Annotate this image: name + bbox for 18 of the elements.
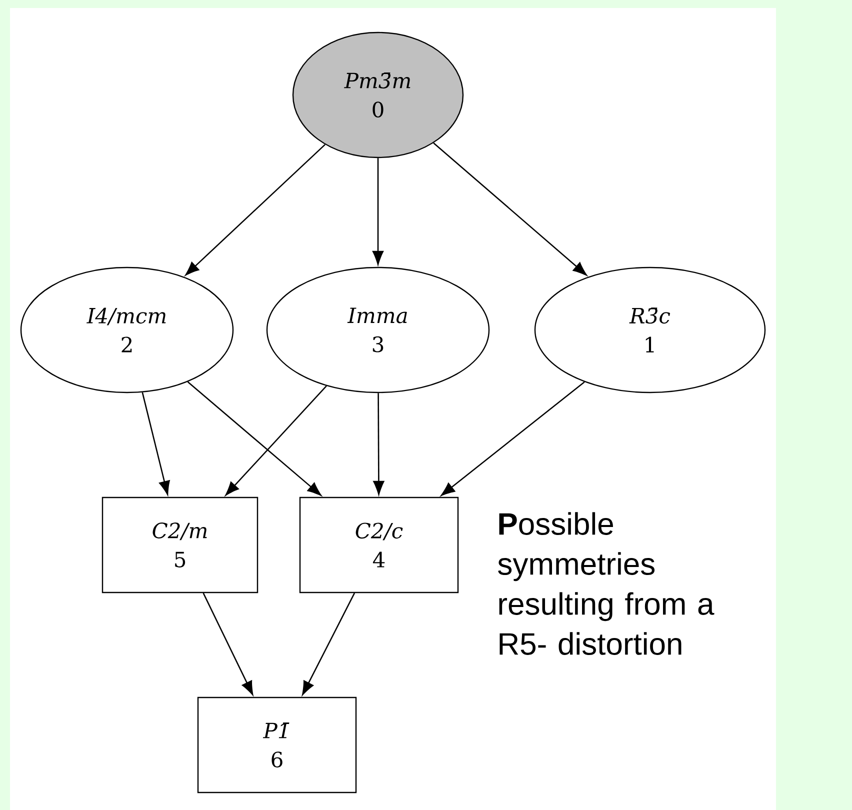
ellipse-node: R3̄c 1 — [534, 266, 766, 394]
arrow — [302, 592, 356, 696]
note-text: Possible symmetries resulting from a R5- distortion — [498, 512, 714, 655]
ellipse-node: Imma 3 — [266, 266, 490, 394]
arrow — [225, 386, 327, 496]
arrow — [373, 393, 384, 495]
arrow — [142, 392, 170, 495]
box-node: C2/c 4 — [299, 496, 459, 594]
ellipse-node: Pm3̄m 0 — [292, 32, 464, 158]
arrow — [185, 144, 326, 276]
arrow — [440, 381, 585, 496]
ellipse-node: I4/mcm 2 — [20, 266, 234, 394]
arrow — [187, 381, 322, 496]
box-node: C2/m 5 — [102, 496, 258, 594]
box-node: P1̄ 6 — [197, 696, 357, 794]
arrow — [433, 142, 587, 276]
arrow — [202, 592, 254, 696]
arrow — [372, 158, 384, 265]
